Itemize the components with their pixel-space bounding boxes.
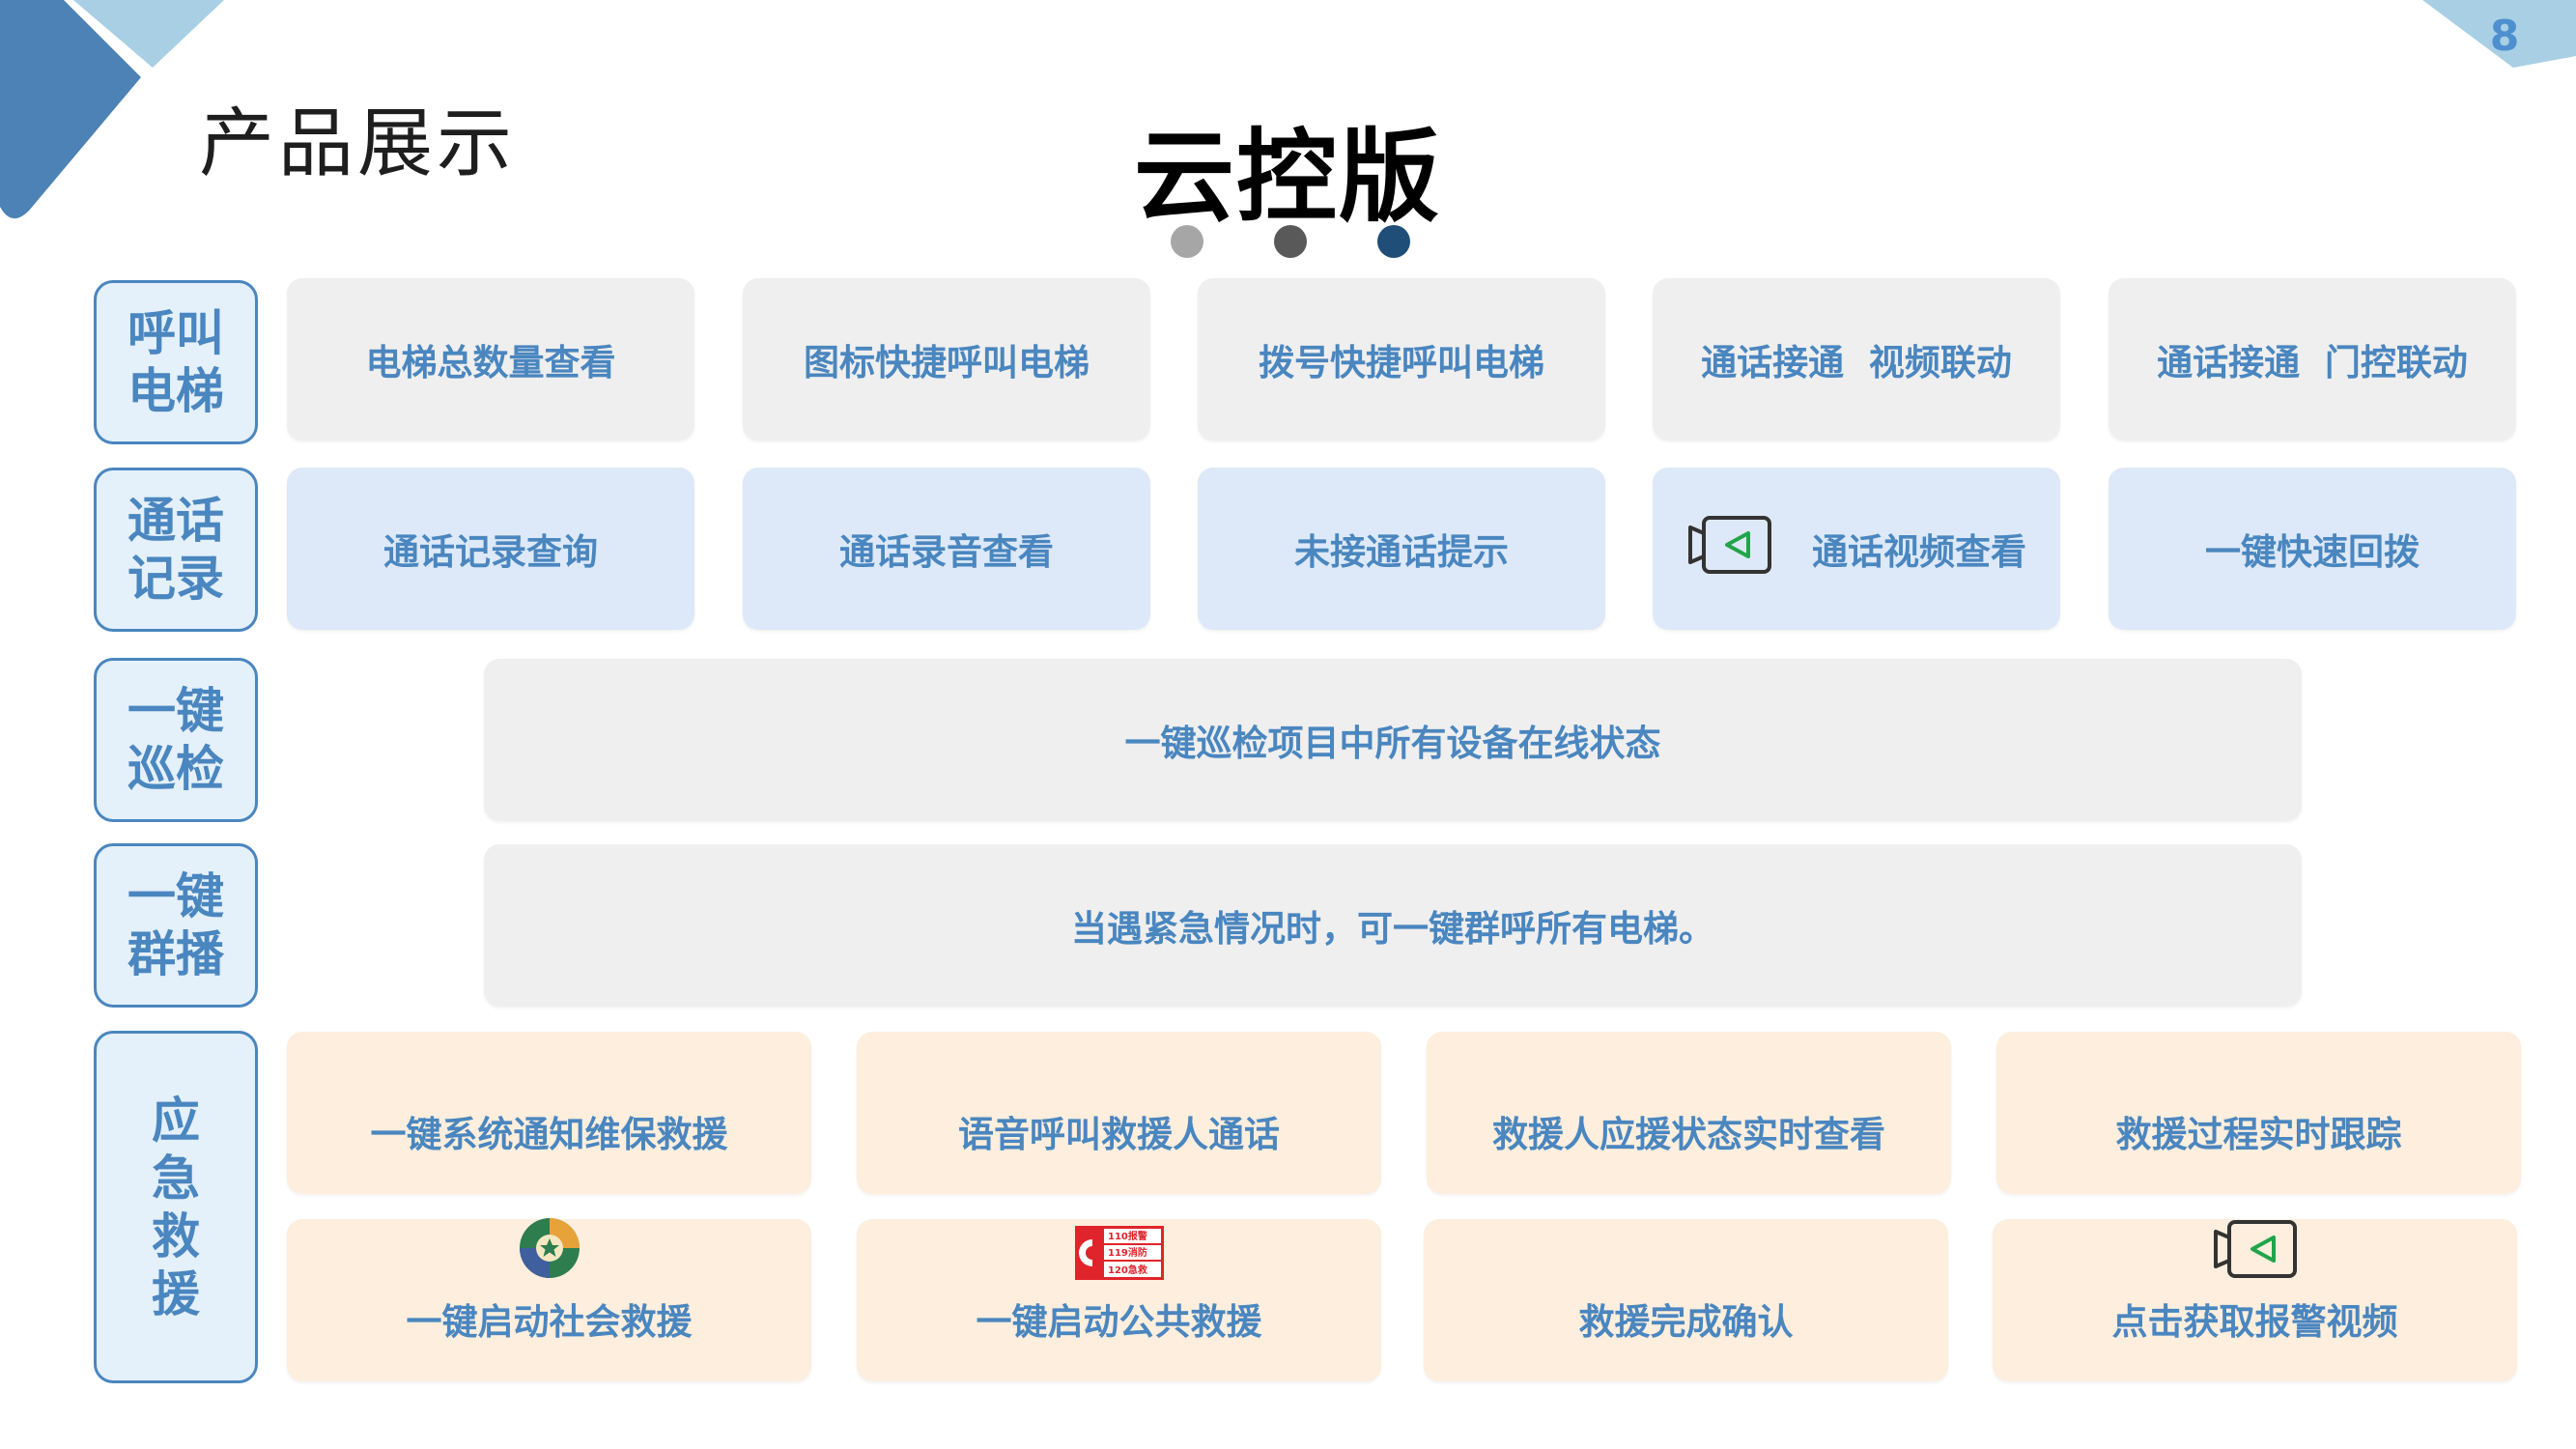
row-label-text: 一键巡检 bbox=[127, 683, 224, 797]
corner-decoration-left bbox=[0, 0, 224, 219]
corner-decoration-right bbox=[2422, 0, 2576, 68]
card-patrol-all-devices[interactable]: 一键巡检项目中所有设备在线状态 bbox=[484, 659, 2302, 821]
card-missed-call-alert[interactable]: 未接通话提示 bbox=[1198, 468, 1605, 630]
social-rescue-badge-icon bbox=[518, 1216, 581, 1289]
row-label-text: 一键群播 bbox=[127, 868, 224, 982]
card-notify-maintenance[interactable]: 一键系统通知维保救援 bbox=[287, 1032, 811, 1194]
card-rescue-tracking[interactable]: 救援过程实时跟踪 bbox=[1996, 1032, 2521, 1194]
card-elevator-count[interactable]: 电梯总数量查看 bbox=[287, 278, 694, 440]
card-quick-callback[interactable]: 一键快速回拨 bbox=[2109, 468, 2516, 630]
card-social-rescue[interactable]: 一键启动社会救援 bbox=[287, 1216, 811, 1381]
card-icon-quick-call[interactable]: 图标快捷呼叫电梯 bbox=[743, 278, 1150, 440]
card-voice-call-rescuer[interactable]: 语音呼叫救援人通话 bbox=[857, 1032, 1381, 1194]
row-label-text: 应急救援 bbox=[152, 1092, 200, 1322]
row-label-call-records: 通话记录 bbox=[94, 468, 258, 632]
row-label-call-elevator: 呼叫电梯 bbox=[94, 280, 258, 444]
card-broadcast-all-elevators[interactable]: 当遇紧急情况时，可一键群呼所有电梯。 bbox=[484, 844, 2302, 1007]
pager-dot-3[interactable] bbox=[1377, 225, 1410, 258]
video-camera-icon bbox=[2212, 1218, 2299, 1289]
row-label-text: 通话记录 bbox=[127, 493, 224, 607]
card-dial-quick-call[interactable]: 拨号快捷呼叫电梯 bbox=[1198, 278, 1605, 440]
card-call-recording-view[interactable]: 通话录音查看 bbox=[743, 468, 1150, 630]
row-label-patrol: 一键巡检 bbox=[94, 658, 258, 822]
video-camera-icon bbox=[1686, 514, 1773, 584]
row-label-broadcast: 一键群播 bbox=[94, 843, 258, 1008]
card-call-door-link[interactable]: 通话接通 门控联动 bbox=[2109, 278, 2516, 440]
svg-text:119消防: 119消防 bbox=[1108, 1246, 1147, 1259]
page-number: 8 bbox=[2489, 12, 2520, 61]
pager-dot-2[interactable] bbox=[1274, 225, 1307, 258]
svg-text:110报警: 110报警 bbox=[1108, 1230, 1147, 1242]
card-rescuer-status[interactable]: 救援人应援状态实时查看 bbox=[1427, 1032, 1951, 1194]
pager-dot-1[interactable] bbox=[1171, 225, 1203, 258]
card-call-video-link[interactable]: 通话接通 视频联动 bbox=[1653, 278, 2060, 440]
card-alarm-video[interactable]: 点击获取报警视频 bbox=[1993, 1219, 2517, 1381]
main-title: 云控版 bbox=[1133, 118, 1441, 236]
row-label-emergency: 应急救援 bbox=[94, 1031, 258, 1383]
card-call-video-view[interactable]: 通话视频查看 bbox=[1653, 468, 2060, 630]
card-rescue-complete[interactable]: 救援完成确认 bbox=[1424, 1219, 1948, 1381]
emergency-phone-110-119-120-icon: 110报警 119消防 120急救 bbox=[1074, 1226, 1164, 1289]
section-title: 产品展示 bbox=[199, 100, 517, 187]
row-label-text: 呼叫电梯 bbox=[127, 305, 224, 419]
card-call-record-query[interactable]: 通话记录查询 bbox=[287, 468, 694, 630]
svg-text:120急救: 120急救 bbox=[1108, 1264, 1147, 1276]
card-public-rescue[interactable]: 110报警 119消防 120急救 一键启动公共救援 bbox=[857, 1219, 1381, 1381]
